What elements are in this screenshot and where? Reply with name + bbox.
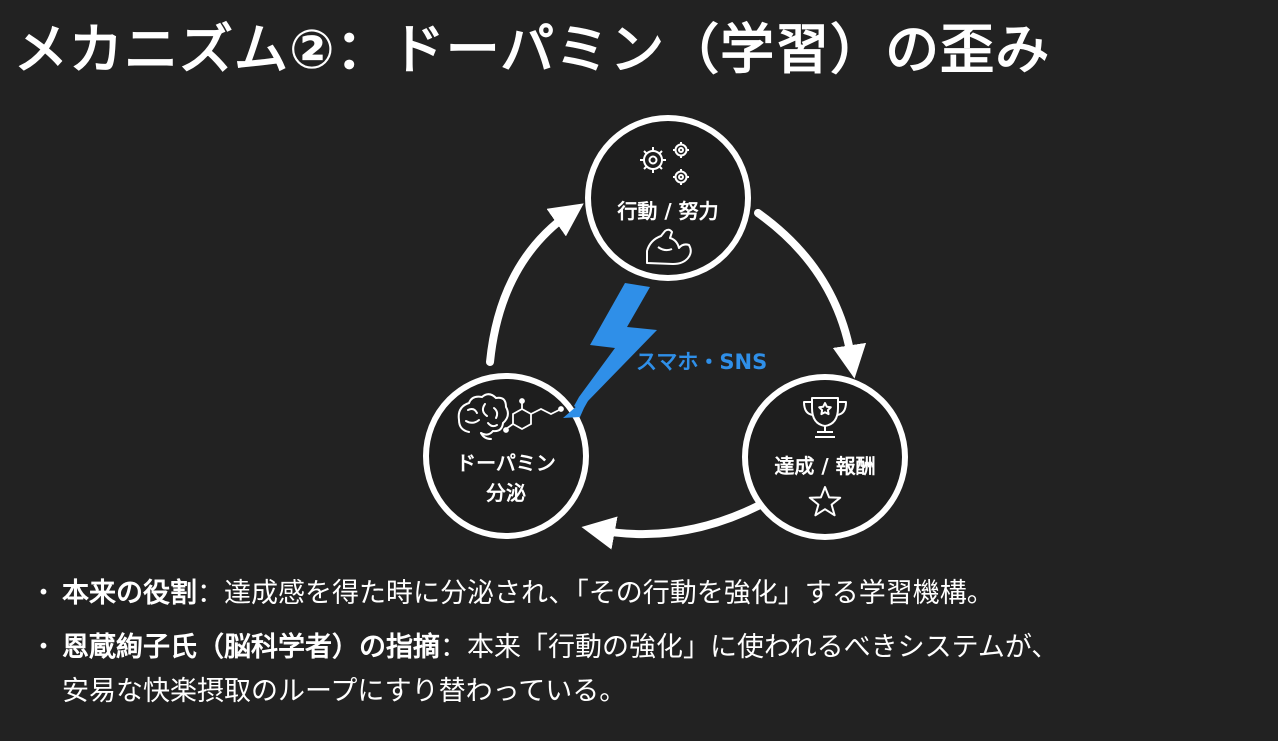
node-achievement-reward: 達成 / 報酬: [742, 374, 908, 540]
sns-label: スマホ・SNS: [636, 350, 767, 374]
cycle-arrow-action-to-achievement: [754, 209, 867, 379]
molecule-icon: [503, 398, 564, 433]
bullet-separator: ：: [440, 632, 467, 663]
bullet-list: ・本来の役割：達成感を得た時に分泌され、「その行動を強化」する学習機構。 ・恩蔵…: [30, 572, 1270, 714]
lightning-bolt-icon: [563, 283, 657, 418]
node-achievement-reward-label: 達成 / 報酬: [774, 454, 875, 478]
bullet-text: 達成感を得た時に分泌され、「その行動を強化」する学習機構。: [224, 578, 994, 609]
flexed-bicep-icon: [646, 228, 692, 265]
gears-icon: [640, 142, 689, 185]
brain-icon: [457, 393, 509, 440]
node-action-effort-label: 行動 / 努力: [616, 199, 718, 223]
star-icon: [808, 486, 842, 517]
bullet-item-original-role: ・本来の役割：達成感を得た時に分泌され、「その行動を強化」する学習機構。: [30, 572, 1270, 616]
bullet-separator: ：: [197, 578, 224, 609]
cycle-arrow-achievement-to-dopamine: [581, 501, 764, 550]
bullet-heading: 本来の役割: [62, 578, 197, 609]
node-dopamine-label-line2: 分泌: [486, 481, 526, 505]
bullet-heading: 恩蔵絢子氏（脳科学者）の指摘: [62, 632, 440, 663]
bullet-text-continuation: 安易な快楽摂取のループにすり替わっている。: [62, 676, 627, 707]
trophy-icon: [803, 397, 847, 438]
node-action-effort: 行動 / 努力: [585, 115, 751, 281]
node-dopamine-secretion: ドーパミン 分泌: [423, 373, 589, 539]
bullet-text: 本来「行動の強化」に使われるべきシステムが、: [467, 632, 1059, 663]
bullet-marker: ・: [30, 632, 57, 663]
node-dopamine-label-line1: ドーパミン: [456, 451, 556, 475]
bullet-item-expert-opinion: ・恩蔵絢子氏（脳科学者）の指摘：本来「行動の強化」に使われるべきシステムが、安易…: [30, 626, 1270, 714]
slide-title: メカニズム②：ドーパミン（学習）の歪み: [14, 18, 1051, 81]
bullet-marker: ・: [30, 578, 57, 609]
cycle-arrow-dopamine-to-action: [486, 203, 584, 366]
